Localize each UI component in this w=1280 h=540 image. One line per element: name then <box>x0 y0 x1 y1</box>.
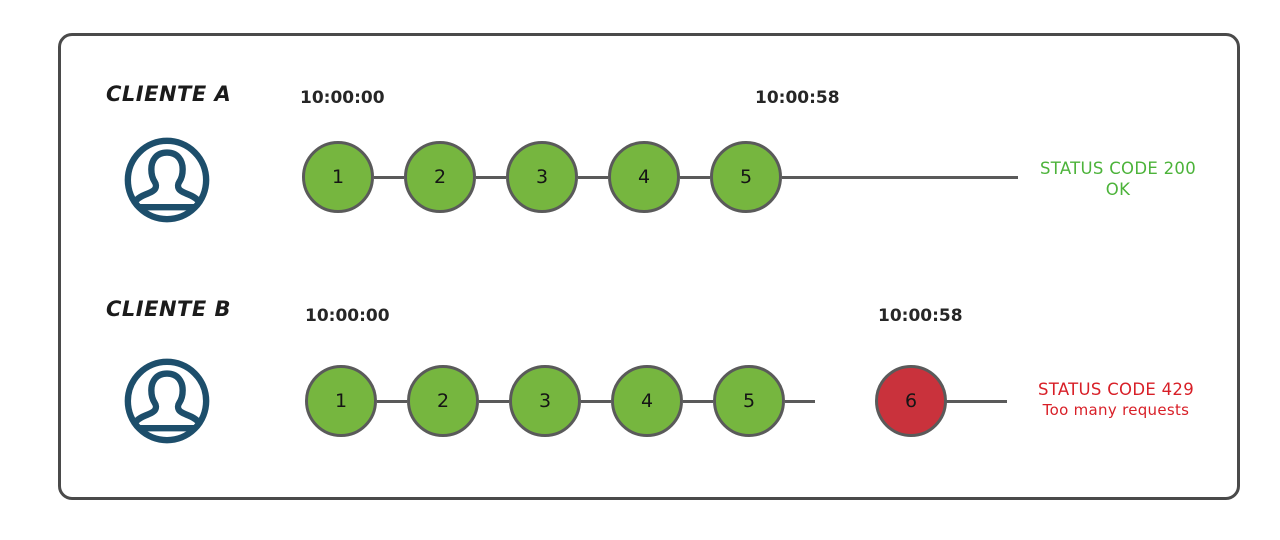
request-node-a-5[interactable]: 5 <box>710 141 782 213</box>
request-node-label: 4 <box>640 390 654 412</box>
connector-a-3-4 <box>578 176 608 179</box>
request-node-label: 2 <box>436 390 450 412</box>
request-node-label: 1 <box>331 166 345 188</box>
connector-a-2-3 <box>476 176 506 179</box>
avatar-cliente-a <box>118 134 216 230</box>
request-node-label: 3 <box>535 166 549 188</box>
connector-b-1-2 <box>377 400 407 403</box>
status-code-line: STATUS CODE 200 <box>1039 159 1197 178</box>
connector-a-5-status <box>782 176 1018 179</box>
request-node-label: 4 <box>637 166 651 188</box>
request-node-a-2[interactable]: 2 <box>404 141 476 213</box>
connector-b-6-status <box>887 400 1007 403</box>
request-node-label: 2 <box>433 166 447 188</box>
timestamp-end-a: 10:00:58 <box>755 88 840 108</box>
timestamp-start-a: 10:00:00 <box>300 88 385 108</box>
request-node-b-3[interactable]: 3 <box>509 365 581 437</box>
timestamp-end-b: 10:00:58 <box>878 306 963 326</box>
request-node-label: 5 <box>742 390 756 412</box>
request-node-a-4[interactable]: 4 <box>608 141 680 213</box>
avatar-cliente-b <box>118 355 216 451</box>
connector-b-5-6 <box>785 400 815 403</box>
request-node-label: 5 <box>739 166 753 188</box>
status-badge-cliente-a: STATUS CODE 200 OK <box>1028 159 1208 200</box>
request-node-a-3[interactable]: 3 <box>506 141 578 213</box>
request-node-label: 6 <box>904 390 918 412</box>
connector-b-2-3 <box>479 400 509 403</box>
request-node-label: 1 <box>334 390 348 412</box>
connector-a-4-5 <box>680 176 710 179</box>
status-badge-cliente-b: STATUS CODE 429 Too many requests <box>1016 380 1216 419</box>
client-label-a: CLIENTE A <box>106 82 232 106</box>
request-node-b-5[interactable]: 5 <box>713 365 785 437</box>
request-node-b-2[interactable]: 2 <box>407 365 479 437</box>
user-avatar-icon <box>124 358 210 444</box>
request-node-a-1[interactable]: 1 <box>302 141 374 213</box>
request-node-label: 3 <box>538 390 552 412</box>
status-text-line: Too many requests <box>1042 400 1190 419</box>
user-avatar-icon <box>124 137 210 223</box>
request-node-b-6[interactable]: 6 <box>875 365 947 437</box>
connector-b-4-5 <box>683 400 713 403</box>
request-node-b-4[interactable]: 4 <box>611 365 683 437</box>
timestamp-start-b: 10:00:00 <box>305 306 390 326</box>
request-node-b-1[interactable]: 1 <box>305 365 377 437</box>
status-code-line: STATUS CODE 429 <box>1037 380 1195 399</box>
status-text-line: OK <box>1105 179 1131 199</box>
connector-b-3-4 <box>581 400 611 403</box>
client-label-b: CLIENTE B <box>106 297 232 321</box>
connector-a-1-2 <box>374 176 404 179</box>
